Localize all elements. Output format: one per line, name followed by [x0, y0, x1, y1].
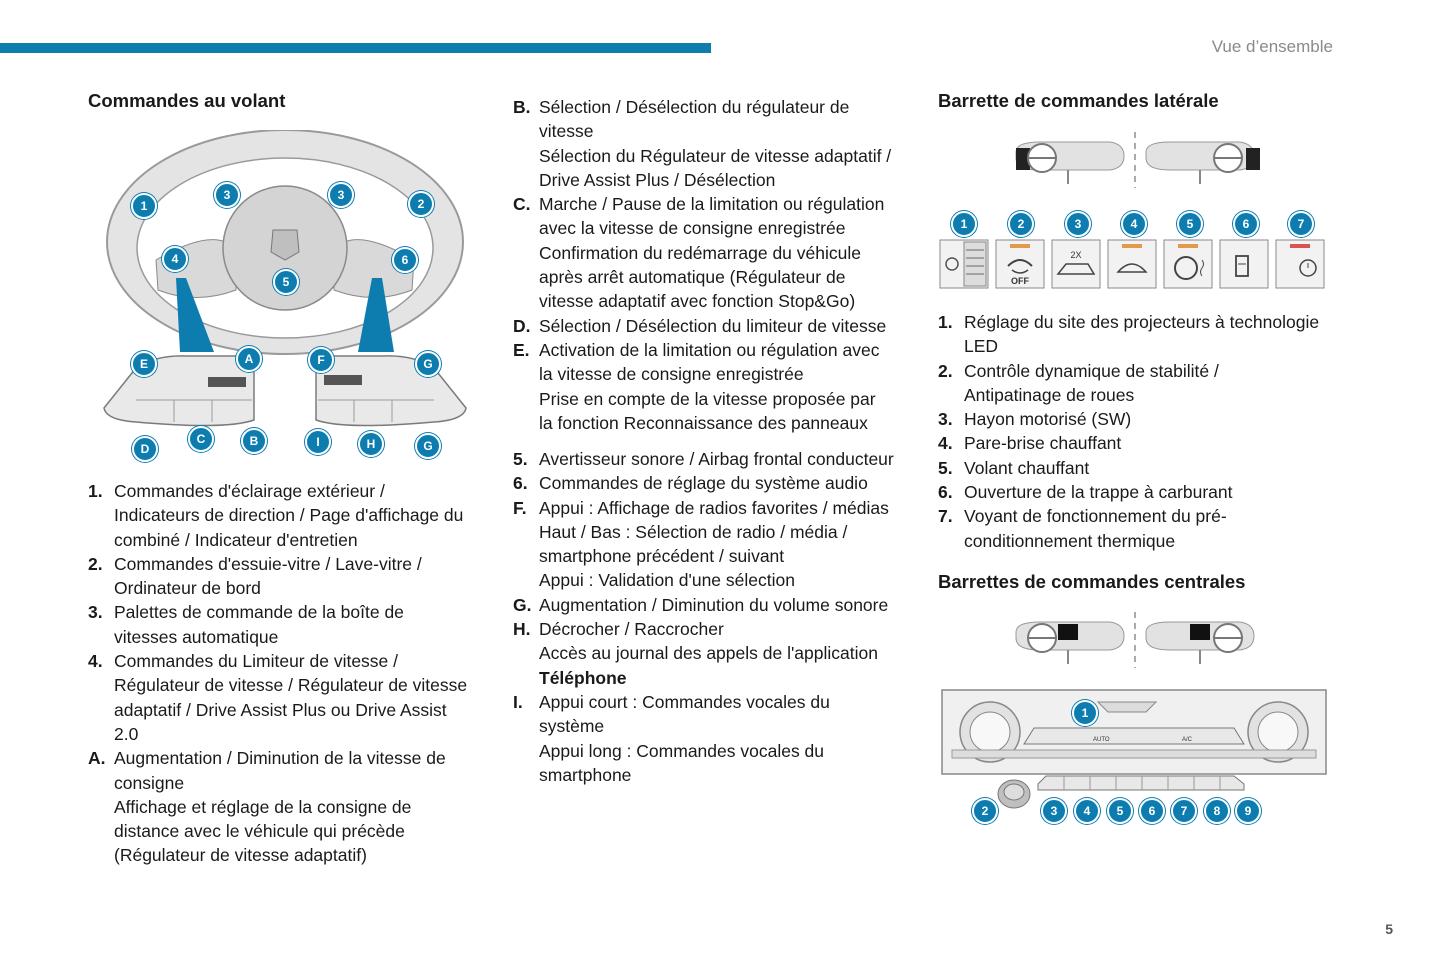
stability-control-button[interactable]: OFF	[995, 239, 1045, 289]
wheel-badge-A: A	[236, 346, 262, 372]
fuel-flap-button[interactable]	[1219, 239, 1269, 289]
list-item: 2.Commandes d'essuie-vitre / Lave-vitre …	[88, 553, 422, 599]
list-item: E.Activation de la limitation ou régulat…	[513, 339, 880, 433]
stability-off-text: OFF	[1011, 276, 1029, 286]
list-item: 1.Commandes d'éclairage extérieur /Indic…	[88, 481, 464, 550]
central-badge-4: 4	[1074, 798, 1100, 824]
wheel-badge-E: E	[131, 351, 157, 377]
wheel-badge-I: I	[305, 429, 331, 455]
central-badge-1: 1	[1072, 700, 1098, 726]
wheel-badge-3-right: 3	[328, 182, 354, 208]
section-title: Vue d’ensemble	[1211, 37, 1333, 56]
central-badge-9: 9	[1235, 798, 1261, 824]
wheel-badge-C: C	[188, 426, 214, 452]
list-item: 3.Hayon motorisé (SW)	[938, 409, 1132, 430]
controls-list-5-to-i: 5.Avertisseur sonore / Airbag frontal co…	[513, 447, 923, 787]
lateral-badge-5: 5	[1177, 211, 1203, 237]
wheel-badge-D: D	[132, 436, 158, 462]
wheel-badge-6: 6	[392, 247, 418, 273]
steering-wheel-diagram	[103, 130, 467, 427]
car-layout-icon-central	[1015, 612, 1255, 668]
lateral-badge-1: 1	[951, 211, 977, 237]
lateral-button-strip: OFF 2X	[939, 239, 1325, 289]
auto-label: AUTO	[1093, 737, 1110, 743]
central-badge-6: 6	[1139, 798, 1165, 824]
wheel-badge-F: F	[308, 347, 334, 373]
central-badge-5: 5	[1107, 798, 1133, 824]
page-number: 5	[1385, 921, 1393, 937]
wheel-badge-1: 1	[131, 193, 157, 219]
list-item: G.Augmentation / Diminution du volume so…	[513, 594, 889, 615]
list-item: 2.Contrôle dynamique de stabilité /Antip…	[938, 360, 1219, 405]
central-badge-7: 7	[1171, 798, 1197, 824]
lateral-badge-4: 4	[1121, 211, 1147, 237]
tailgate-2x-text: 2X	[1070, 250, 1081, 260]
wheel-badge-2: 2	[408, 191, 434, 217]
heading-lateral-controls: Barrette de commandes latérale	[938, 90, 1219, 111]
central-badge-3: 3	[1041, 798, 1067, 824]
preconditioning-button[interactable]	[1275, 239, 1325, 289]
list-item: 5.Volant chauffant	[938, 457, 1090, 478]
heated-steering-wheel-button[interactable]	[1163, 239, 1213, 289]
central-console-diagram: AUTO A/C	[941, 689, 1327, 809]
ac-label: A/C	[1182, 737, 1193, 743]
list-item: C.Marche / Pause de la limitation ou rég…	[513, 194, 885, 312]
list-item: F.Appui : Affichage de radios favorites …	[513, 497, 889, 591]
list-item: B.Sélection / Désélection du régulateur …	[513, 97, 892, 190]
lateral-badge-6: 6	[1233, 211, 1259, 237]
list-item: 4.Pare-brise chauffant	[938, 433, 1122, 454]
wheel-badge-5: 5	[273, 269, 299, 295]
list-item: 7.Voyant de fonctionnement du pré-condit…	[938, 506, 1227, 551]
list-item: A.Augmentation / Diminution de la vitess…	[88, 748, 446, 866]
lateral-controls-list: 1.Réglage du site des projecteurs à tech…	[938, 310, 1348, 553]
wheel-badge-H: H	[358, 431, 384, 457]
power-tailgate-button[interactable]: 2X	[1051, 239, 1101, 289]
heated-windscreen-button[interactable]	[1107, 239, 1157, 289]
lateral-badge-2: 2	[1008, 211, 1034, 237]
heading-steering-controls: Commandes au volant	[88, 90, 286, 111]
list-item: 6.Commandes de réglage du système audio	[513, 473, 868, 494]
list-item: 1.Réglage du site des projecteurs à tech…	[938, 312, 1320, 357]
car-layout-icon-lateral	[1015, 132, 1260, 188]
list-item: 4.Commandes du Limiteur de vitesse /Régu…	[88, 651, 468, 744]
wheel-badge-G-bottom: G	[415, 433, 441, 459]
list-item: 6.Ouverture de la trappe à carburant	[938, 482, 1233, 503]
lateral-badge-3: 3	[1065, 211, 1091, 237]
controls-list-b-to-e: B.Sélection / Désélection du régulateur …	[513, 95, 923, 435]
central-badge-2: 2	[972, 798, 998, 824]
wheel-badge-4: 4	[162, 246, 188, 272]
list-item: 5.Avertisseur sonore / Airbag frontal co…	[513, 449, 894, 469]
steering-controls-list: 1.Commandes d'éclairage extérieur /Indic…	[88, 479, 488, 868]
heading-central-controls: Barrettes de commandes centrales	[938, 571, 1246, 592]
wheel-badge-3-left: 3	[214, 182, 240, 208]
header-accent-bar	[0, 43, 711, 53]
wheel-badge-B: B	[241, 428, 267, 454]
list-item: D.Sélection / Désélection du limiteur de…	[513, 315, 887, 336]
lateral-badge-7: 7	[1288, 211, 1314, 237]
wheel-badge-G-top: G	[415, 351, 441, 377]
central-badge-8: 8	[1204, 798, 1230, 824]
headlamp-level-button[interactable]	[939, 239, 989, 289]
